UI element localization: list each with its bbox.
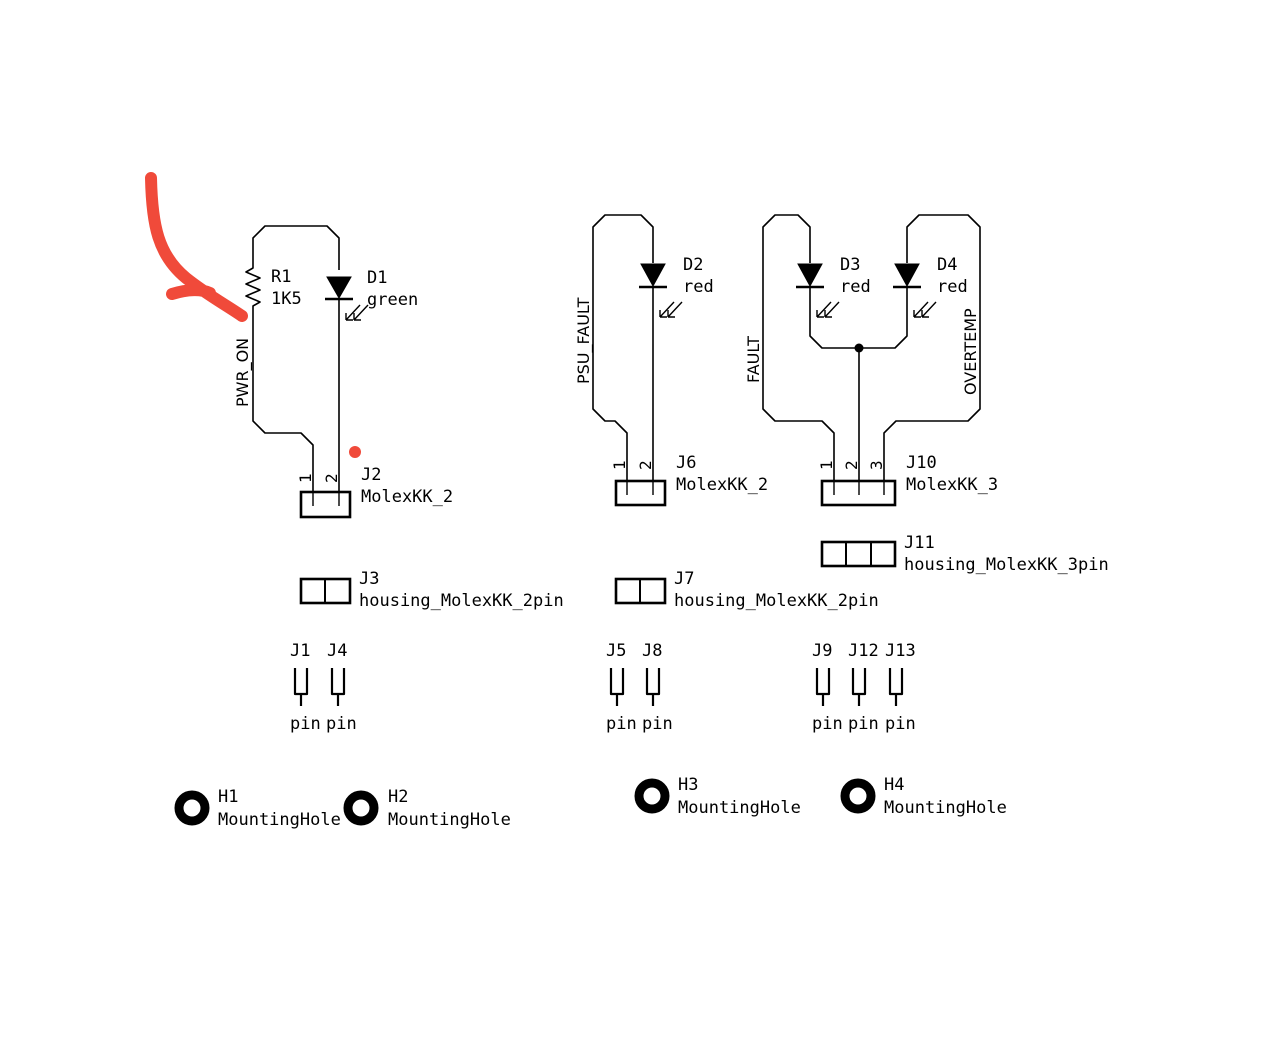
mounting-hole-h1: H1 MountingHole xyxy=(174,787,341,830)
j6-pin-1: 1 xyxy=(610,460,629,470)
j2-ref: J2 xyxy=(361,465,381,485)
wire-fault xyxy=(762,214,835,480)
mounting-hole-h2: H2 MountingHole xyxy=(343,787,511,830)
hole-ref: H2 xyxy=(388,787,408,807)
wire-pwr-on xyxy=(252,311,314,492)
crimp-pin-j9: J9 pin xyxy=(812,641,843,734)
crimp-pin-j8: J8 pin xyxy=(642,641,673,734)
d2-value: red xyxy=(683,277,714,297)
j10-pin-1: 1 xyxy=(817,460,836,470)
net-fault: FAULT xyxy=(744,336,763,383)
crimp-pin-j13: J13 pin xyxy=(885,641,916,734)
j10-pin-3: 3 xyxy=(867,460,886,470)
d1-ref: D1 xyxy=(367,268,387,288)
pin-value: pin xyxy=(606,714,637,734)
j7-ref: J7 xyxy=(674,569,694,589)
j2-value: MolexKK_2 xyxy=(361,487,453,507)
pin-ref: J12 xyxy=(848,641,879,661)
j6-connector-body xyxy=(614,479,667,507)
j11-housing: J11 housing_MolexKK_3pin xyxy=(820,533,1109,575)
j7-housing: J7 housing_MolexKK_2pin xyxy=(614,569,879,611)
pin-value: pin xyxy=(326,714,357,734)
hole-ref: H3 xyxy=(678,775,698,795)
pin-ref: J9 xyxy=(812,641,832,661)
d4-ref: D4 xyxy=(937,255,957,275)
hole-value: MountingHole xyxy=(388,810,511,830)
j10-pin-2: 2 xyxy=(842,460,861,470)
circuit-fault-overtemp: D3 red D4 red FAULT OVERTEMP 1 2 3 J10 M… xyxy=(744,214,998,507)
pin-ref: J1 xyxy=(290,641,310,661)
d3-value: red xyxy=(840,277,871,297)
circuit-pwr-on: R1 1K5 D1 green PWR_ON 1 2 J2 MolexKK_2 xyxy=(233,225,453,519)
wire-r1-zigzag xyxy=(245,264,261,311)
r1-value: 1K5 xyxy=(271,289,302,309)
hole-ref: H1 xyxy=(218,787,238,807)
j3-housing: J3 housing_MolexKK_2pin xyxy=(299,569,564,611)
j2-pin-1: 1 xyxy=(296,473,315,483)
j10-ref: J10 xyxy=(906,453,937,473)
d4-led-symbol xyxy=(893,263,937,318)
d2-led-symbol xyxy=(639,263,683,318)
mounting-hole-h3: H3 MountingHole xyxy=(634,775,801,818)
net-overtemp: OVERTEMP xyxy=(961,308,980,395)
j2-connector-body xyxy=(299,490,352,519)
d1-led-symbol xyxy=(325,276,369,321)
j3-ref: J3 xyxy=(359,569,379,589)
junction-dot xyxy=(854,343,864,353)
r1-ref: R1 xyxy=(271,267,291,287)
hole-value: MountingHole xyxy=(218,810,341,830)
wire-r1-d1-top xyxy=(252,225,340,270)
j6-value: MolexKK_2 xyxy=(676,475,768,495)
j6-pin-2: 2 xyxy=(636,460,655,470)
wire-overtemp xyxy=(883,214,981,480)
mounting-hole-h4: H4 MountingHole xyxy=(840,775,1007,818)
pin-value: pin xyxy=(885,714,916,734)
crimp-pin-j1: J1 pin xyxy=(290,641,321,734)
j10-value: MolexKK_3 xyxy=(906,475,998,495)
j3-value: housing_MolexKK_2pin xyxy=(359,591,564,611)
d2-ref: D2 xyxy=(683,255,703,275)
pin-value: pin xyxy=(642,714,673,734)
pin-ref: J13 xyxy=(885,641,916,661)
j2-pin-2: 2 xyxy=(322,473,341,483)
annotation-arrow xyxy=(145,172,248,322)
crimp-pin-j4: J4 pin xyxy=(326,641,357,734)
pin-ref: J4 xyxy=(327,641,347,661)
hole-value: MountingHole xyxy=(884,798,1007,818)
net-psu-fault: PSU_FAULT xyxy=(574,297,594,384)
pin-ref: J5 xyxy=(606,641,626,661)
j7-value: housing_MolexKK_2pin xyxy=(674,591,879,611)
j11-ref: J11 xyxy=(904,533,935,553)
net-pwr-on: PWR_ON xyxy=(233,338,253,407)
hole-value: MountingHole xyxy=(678,798,801,818)
crimp-pin-j5: J5 pin xyxy=(606,641,637,734)
wire-common-cathode xyxy=(809,288,908,349)
hole-ref: H4 xyxy=(884,775,904,795)
pin-value: pin xyxy=(812,714,843,734)
crimp-pin-j12: J12 pin xyxy=(848,641,879,734)
circuit-psu-fault: D2 red PSU_FAULT 1 2 J6 MolexKK_2 xyxy=(574,214,768,507)
d4-value: red xyxy=(937,277,968,297)
annotation-dot xyxy=(349,446,361,458)
j11-value: housing_MolexKK_3pin xyxy=(904,555,1109,575)
pin-ref: J8 xyxy=(642,641,662,661)
d3-led-symbol xyxy=(796,263,840,318)
pin-value: pin xyxy=(290,714,321,734)
wire-psu-fault xyxy=(592,214,654,480)
j6-ref: J6 xyxy=(676,453,696,473)
pin-value: pin xyxy=(848,714,879,734)
d1-value: green xyxy=(367,290,418,310)
d3-ref: D3 xyxy=(840,255,860,275)
